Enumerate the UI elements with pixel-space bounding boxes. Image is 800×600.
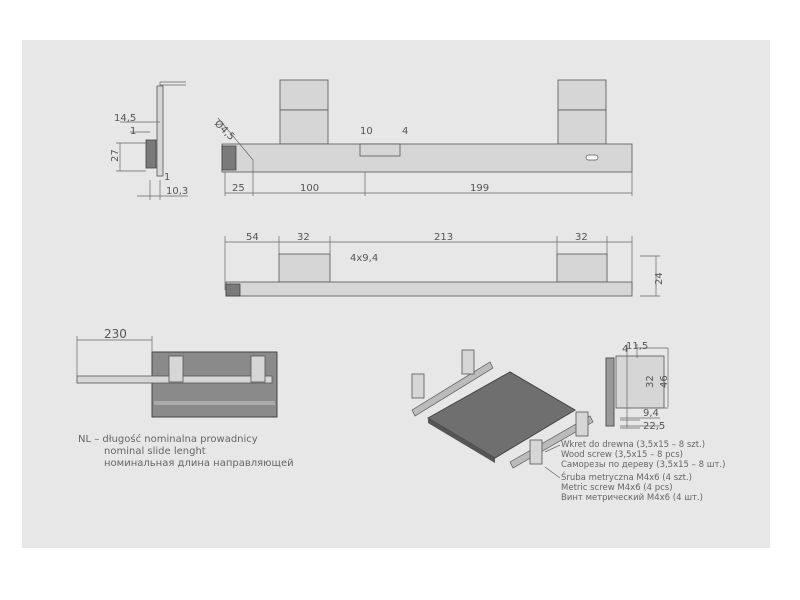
dim-label: 213 — [434, 232, 453, 243]
dim-label: 24 — [654, 272, 665, 285]
dim-label: 9,4 — [643, 408, 659, 419]
dim-label: 4 — [622, 344, 628, 355]
metric-screw-pl: Śruba metryczna M4x6 (4 szt.) — [561, 471, 692, 483]
metric-screw-en: Metric screw M4x6 (4 pcs) — [561, 483, 673, 493]
top-view: Ø4,5 10 4 25 100 199 — [212, 79, 633, 196]
dim-label: 10,3 — [166, 186, 188, 197]
wood-screw-pl: Wkret do drewna (3,5x15 – 8 szt.) — [561, 440, 705, 450]
dim-label: 14,5 — [114, 113, 136, 124]
bracket-detail: 4 11,5 32 46 9,4 22,5 — [605, 341, 670, 432]
nl-note: NL – długość nominalna prowadnicy nomina… — [78, 433, 294, 469]
dim-label: 4 — [402, 126, 408, 137]
dim-label: 10 — [360, 126, 373, 137]
dim-label: 4x9,4 — [350, 253, 378, 264]
dim-label: 230 — [104, 327, 127, 341]
dim-label: 11,5 — [626, 341, 648, 352]
dim-label: 27 — [110, 149, 121, 162]
nl-note-pl: NL – długość nominalna prowadnicy — [78, 433, 258, 445]
assembly-view — [411, 349, 594, 469]
nl-note-en: nominal slide lenght — [104, 446, 206, 457]
bottom-view: 54 32 213 32 4x9,4 24 — [224, 232, 665, 297]
dim-label: 1 — [130, 126, 136, 137]
dim-label: 22,5 — [643, 421, 665, 432]
wood-screw-en: Wood screw (3,5x15 – 8 pcs) — [561, 450, 683, 460]
dim-label: 25 — [232, 183, 245, 194]
dim-label: 46 — [659, 375, 670, 388]
extension-view: 230 — [76, 327, 278, 418]
metric-screw-ru: Винт метрический M4x6 (4 шт.) — [561, 493, 703, 503]
dim-label: 54 — [246, 232, 259, 243]
dim-label: 100 — [300, 183, 319, 194]
wood-screw-ru: Саморезы по дереву (3,5x15 – 8 шт.) — [561, 460, 725, 470]
side-view: 14,5 1 27 1 10,3 — [110, 81, 188, 200]
dim-label: 32 — [297, 232, 310, 243]
dim-label: 199 — [470, 183, 489, 194]
dim-label: 32 — [645, 375, 656, 388]
nl-note-ru: номинальная длина направляющей — [104, 458, 294, 469]
dim-label: Ø4,5 — [212, 118, 237, 143]
dim-label: 32 — [575, 232, 588, 243]
screw-legend: Wkret do drewna (3,5x15 – 8 szt.) Wood s… — [544, 440, 725, 503]
dim-label: 1 — [164, 172, 170, 183]
